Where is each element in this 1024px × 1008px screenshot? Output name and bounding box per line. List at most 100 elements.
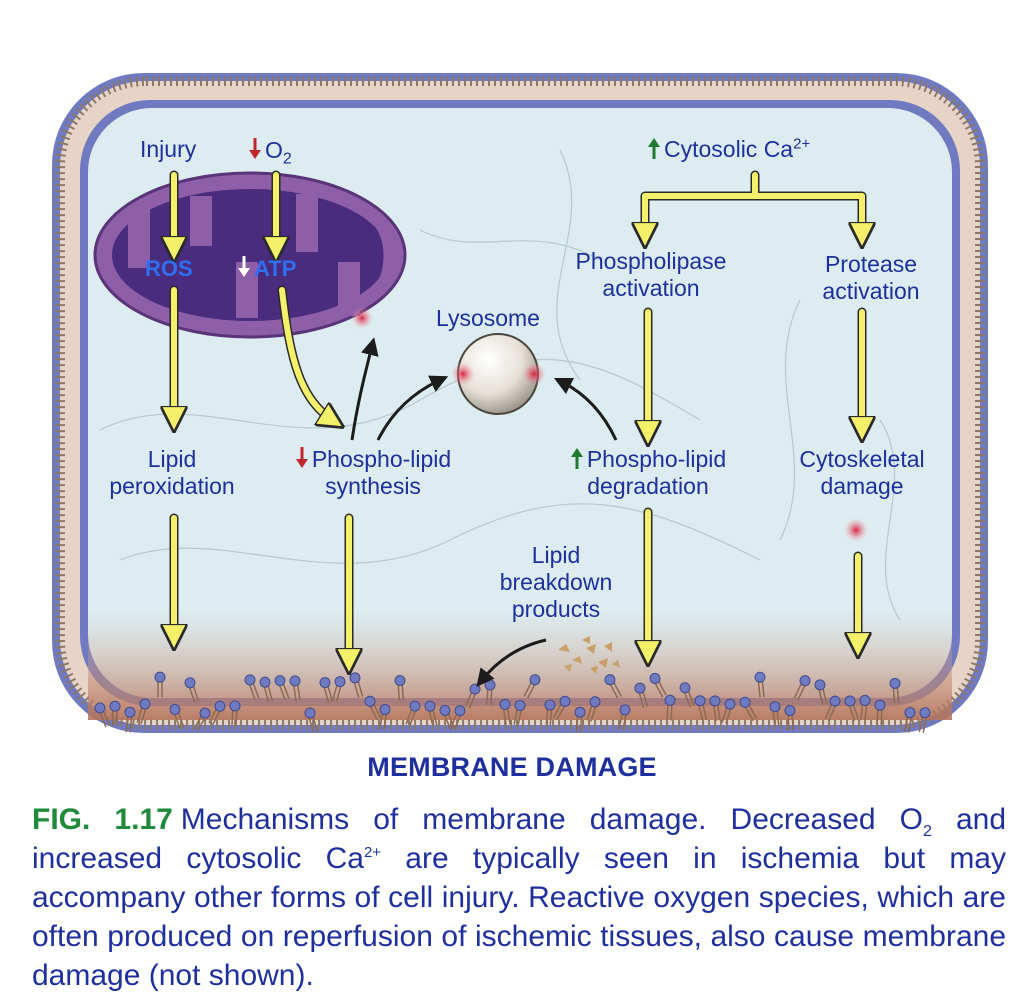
phospholipid	[424, 700, 438, 727]
phospholipid	[439, 704, 456, 730]
label-injury: Injury	[140, 136, 197, 162]
cytoskeletal-line1: Cytoskeletal	[799, 446, 925, 472]
cytosolic-ca-text: Cytosolic Ca	[664, 136, 794, 162]
label-ros: ROS	[145, 256, 193, 281]
cytoskeletal-damage-spot	[844, 518, 868, 542]
phospholipase-line2: activation	[602, 275, 700, 301]
phospholipid	[193, 707, 211, 733]
label-atp: ATP	[237, 256, 296, 282]
caption-part1: Mechanisms of membrane damage. Decreased…	[180, 803, 923, 836]
caption-o2-subscript: 2	[923, 823, 932, 840]
phospholipid	[552, 695, 571, 721]
lipid-peroxidation-line2: peroxidation	[109, 473, 235, 499]
label-phospholipid-synthesis: Phospho-lipid synthesis	[278, 446, 468, 500]
phospholipid	[769, 701, 781, 727]
label-phospholipid-degradation: Phospho-lipid degradation	[550, 446, 746, 500]
mitochondrion	[93, 171, 407, 339]
atp-text: ATP	[254, 256, 297, 281]
phospholipid	[319, 677, 334, 703]
phospholipid	[824, 695, 841, 721]
down-arrow-icon	[295, 447, 308, 468]
ca-superscript: 2+	[793, 135, 811, 153]
phospholipid	[649, 672, 667, 698]
phospholipid	[289, 675, 301, 702]
phospholipid	[754, 671, 766, 698]
phospholipid	[574, 706, 586, 733]
lipid-breakdown-fragments	[558, 636, 620, 674]
yellow-flow-arrows	[174, 170, 862, 664]
cytoskeletal-line2: damage	[820, 473, 904, 499]
phospholipid	[903, 707, 916, 733]
phospholipid	[664, 694, 676, 721]
phospholipid	[184, 677, 200, 703]
lipid-breakdown-line1: Lipid	[531, 542, 581, 568]
phospholipid	[94, 702, 111, 728]
phospholipid	[586, 696, 601, 722]
phospholipid	[229, 700, 241, 727]
up-arrow-icon	[570, 448, 583, 469]
phospholipid	[499, 699, 511, 725]
phospholipid	[394, 675, 406, 701]
phospholipid	[679, 682, 695, 708]
phospholipid	[604, 674, 622, 699]
phospholipid	[874, 699, 886, 726]
up-arrow-icon	[648, 138, 660, 159]
phospholipid-synthesis-text: Phospho-lipid	[311, 446, 452, 472]
phospholipid	[844, 695, 860, 721]
phospholipid	[709, 695, 721, 722]
phospholipid	[379, 704, 391, 730]
phospholipid-synthesis-line2: synthesis	[325, 473, 421, 499]
phospholipid	[918, 707, 931, 733]
figure-number: FIG. 1.17	[32, 803, 173, 836]
phospholipid	[405, 700, 421, 726]
label-phospholipase-activation: Phospholipase activation	[553, 248, 749, 302]
down-arrow-icon	[249, 138, 261, 159]
phospholipid	[721, 698, 736, 725]
caption-ca-superscript: 2+	[363, 844, 382, 861]
phospholipid	[332, 676, 346, 702]
protease-line2: activation	[822, 278, 920, 304]
protease-line1: Protease	[824, 251, 918, 277]
label-lysosome: Lysosome	[436, 305, 540, 331]
phospholipid	[513, 700, 526, 726]
phospholipid	[244, 674, 260, 700]
phospholipid-degradation-text: Phospho-lipid	[586, 446, 727, 472]
label-decreased-o2: O2	[248, 137, 292, 167]
o2-text: O	[265, 137, 283, 163]
phospholipid	[154, 671, 166, 698]
phospholipid-degradation-line1: Phospho-lipid	[550, 446, 746, 473]
phospholipid	[634, 682, 649, 709]
phospholipid	[784, 705, 796, 731]
lysosome	[451, 333, 546, 415]
phospholipase-line1: Phospholipase	[575, 248, 727, 274]
membrane-damage-title: MEMBRANE DAMAGE	[367, 752, 657, 782]
label-cytosolic-ca: Cytosolic Ca2+	[647, 136, 810, 163]
phospholipid	[364, 695, 382, 721]
phospholipid	[169, 703, 185, 730]
label-protease-activation: Protease activation	[798, 251, 944, 305]
phospholipid	[523, 674, 541, 699]
phospholipid	[274, 675, 290, 701]
phospholipid	[739, 696, 758, 722]
phospholipid	[136, 698, 151, 724]
phospholipid	[304, 707, 319, 733]
phospholipid	[259, 676, 274, 703]
lipid-breakdown-line2: breakdown	[499, 569, 613, 595]
black-curved-arrows	[350, 337, 618, 688]
caption-part3: are typically seen in ischemia but may a…	[32, 842, 1006, 992]
lipid-breakdown-line3: products	[511, 596, 601, 622]
down-arrow-icon	[238, 256, 250, 277]
phospholipid	[109, 700, 121, 727]
lipid-peroxidation-line1: Lipid	[147, 446, 197, 472]
phospholipid	[450, 705, 466, 731]
phospholipid-degradation-line2: degradation	[587, 473, 709, 499]
label-lipid-peroxidation: Lipid peroxidation	[92, 446, 252, 500]
phospholipid	[859, 694, 871, 721]
phospholipid	[694, 695, 708, 721]
phospholipid	[814, 679, 828, 705]
phospholipid	[544, 699, 556, 726]
o2-subscript: 2	[282, 150, 292, 168]
caption-part2: and increased cytosolic Ca	[32, 803, 1007, 875]
phospholipid	[793, 675, 811, 700]
label-lipid-breakdown-products: Lipid breakdown products	[494, 542, 618, 623]
